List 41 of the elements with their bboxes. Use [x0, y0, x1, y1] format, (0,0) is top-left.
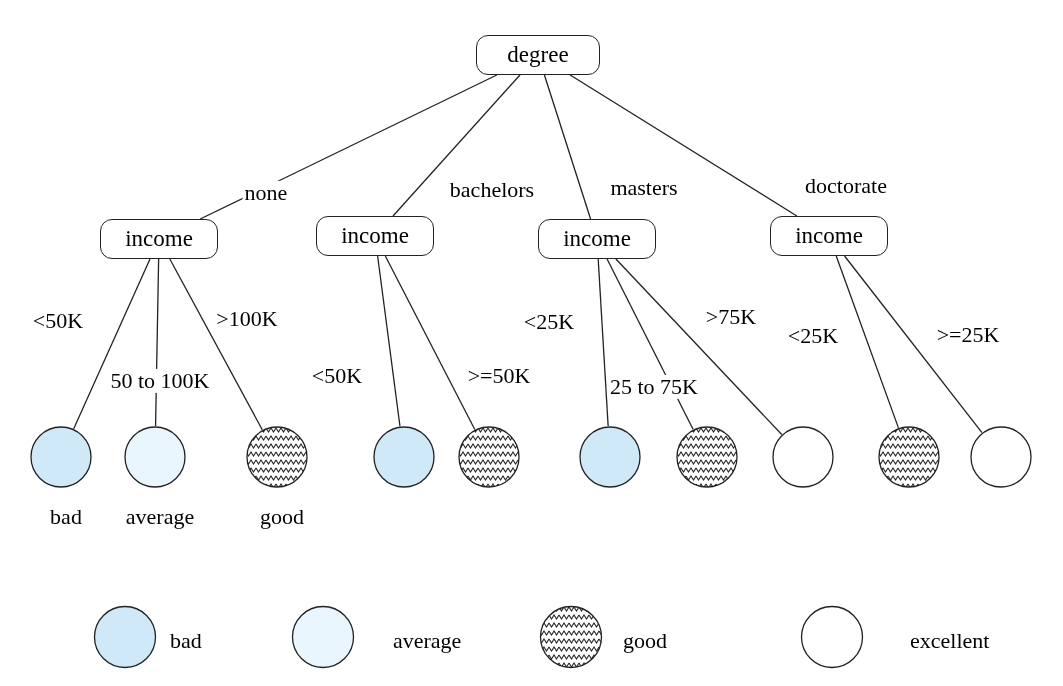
legend-label: average [392, 628, 463, 654]
node-label: income [341, 223, 409, 249]
edge-label: 25 to 75K [608, 374, 700, 400]
leaf-circle [246, 426, 308, 488]
legend-label: excellent [909, 628, 991, 654]
leaf-label: bad [49, 504, 83, 530]
branch-line [392, 74, 521, 217]
decision-node [100, 219, 218, 259]
node-label: income [125, 226, 193, 252]
branch-line [73, 258, 151, 430]
branch-line [835, 255, 900, 429]
node-label: degree [507, 42, 569, 68]
branch-line [199, 74, 498, 220]
branch-line [169, 258, 263, 431]
branch-line [615, 258, 783, 436]
node-label: income [795, 223, 863, 249]
branch-line [543, 74, 592, 220]
branch-line [597, 258, 609, 427]
branch-line [384, 255, 476, 431]
leaf-circle [772, 426, 834, 488]
leaf-circle [30, 426, 92, 488]
branch-line [569, 74, 798, 217]
leaf-circle [124, 426, 186, 488]
leaf-circle [579, 426, 641, 488]
leaf-label: average [124, 504, 196, 530]
branch-line [843, 255, 983, 434]
legend-label: good [622, 628, 668, 654]
decision-node [538, 219, 656, 259]
edge-label: 50 to 100K [108, 368, 212, 394]
decision-node [770, 216, 888, 256]
decision-node [316, 216, 434, 256]
branch-line [376, 255, 401, 427]
legend-label: bad [169, 628, 203, 654]
leaf-label: good [259, 504, 305, 530]
leaf-circle [878, 426, 940, 488]
node-label: income [563, 226, 631, 252]
leaf-circle [458, 426, 520, 488]
decision-node [476, 35, 600, 75]
leaf-circle [676, 426, 738, 488]
leaf-circle [970, 426, 1032, 488]
leaf-circle [373, 426, 435, 488]
